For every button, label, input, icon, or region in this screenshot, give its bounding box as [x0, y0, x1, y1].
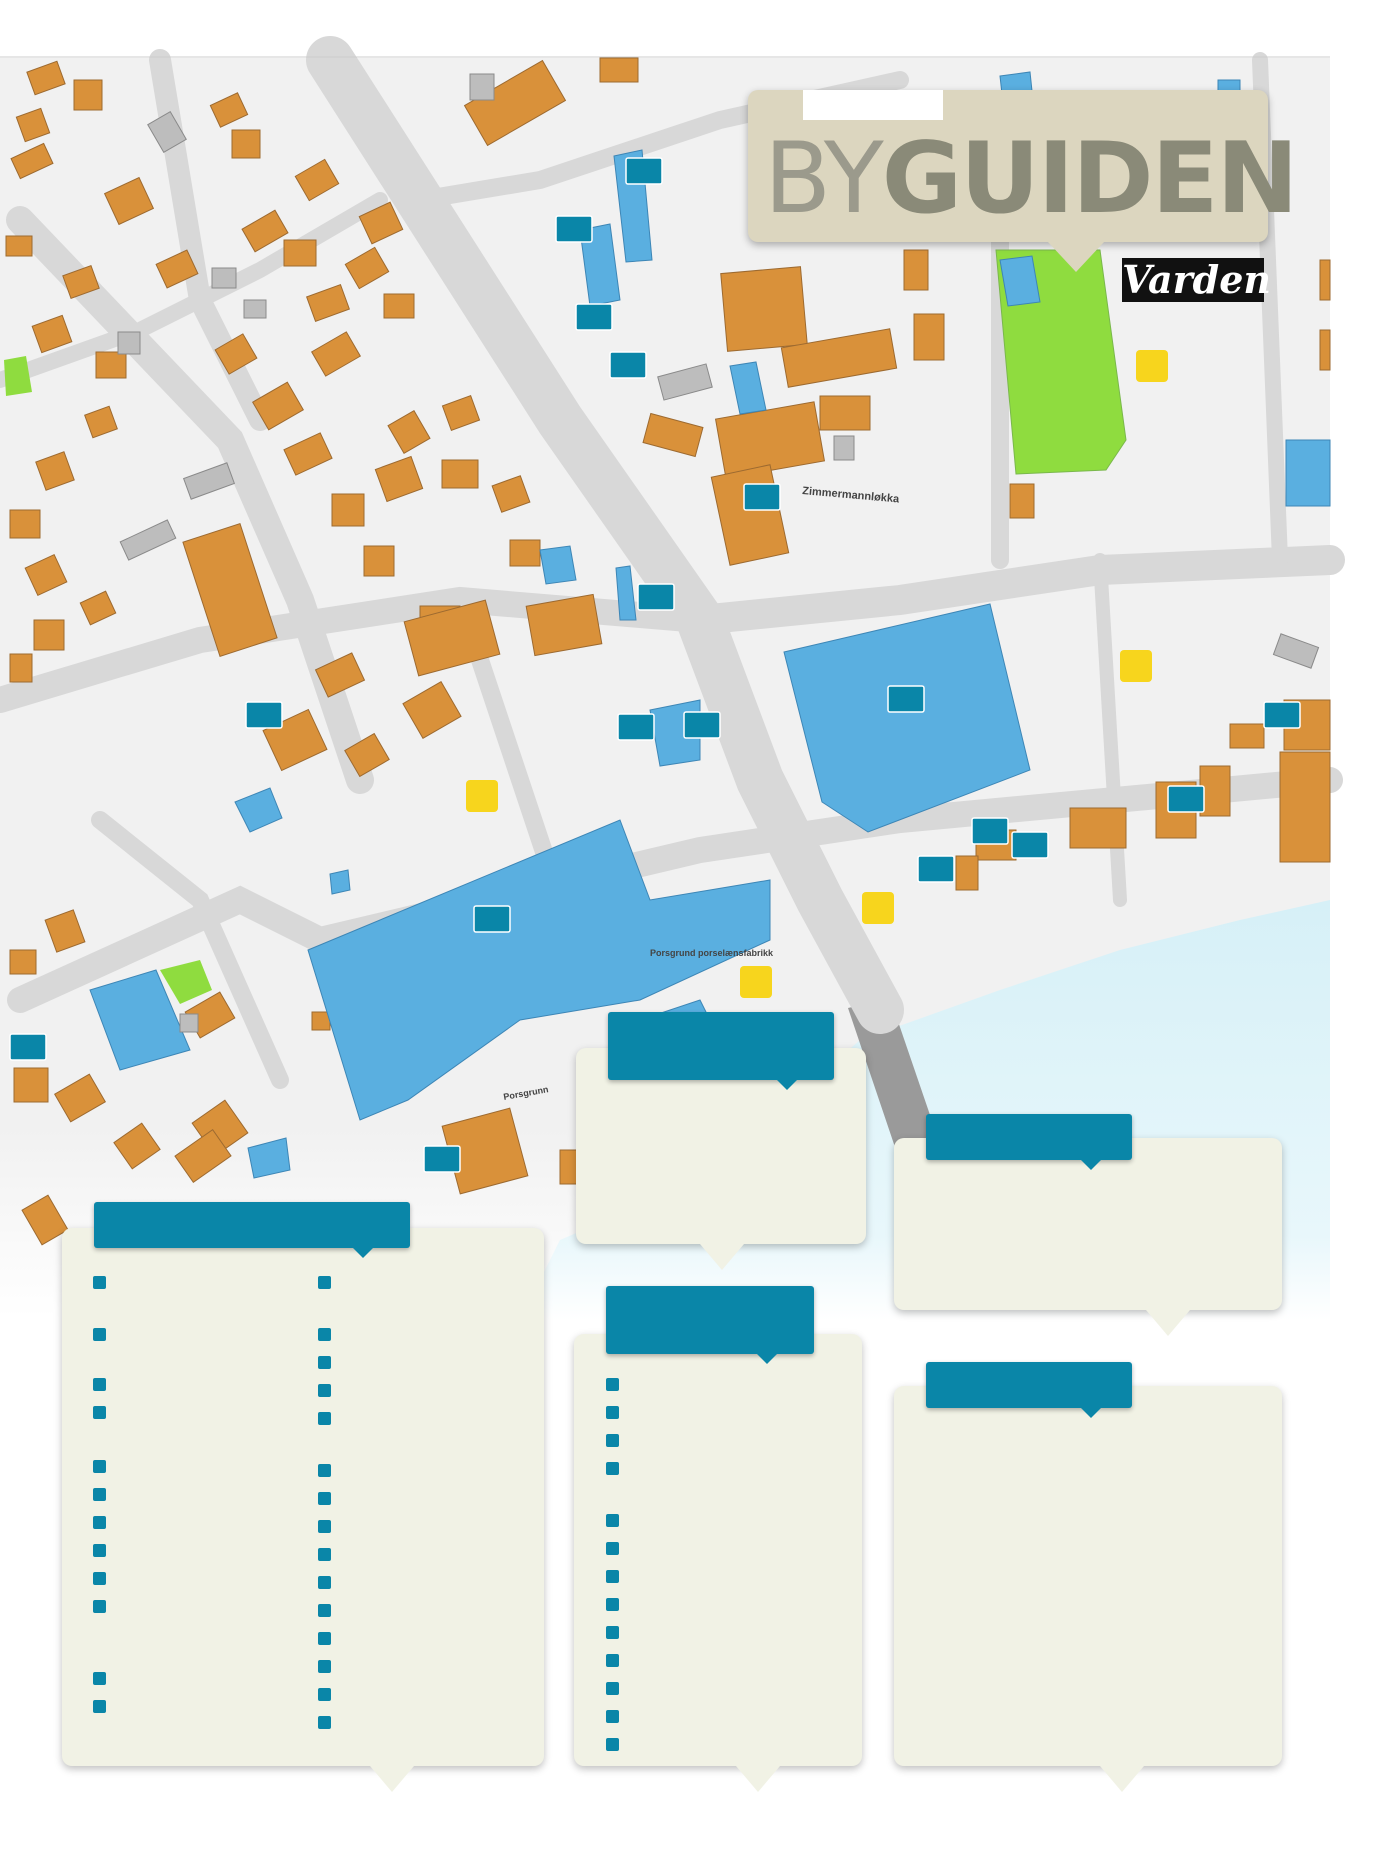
location-marker: [575, 303, 613, 331]
panel-header: [926, 1362, 1132, 1418]
info-panel-bottom-left: [62, 1228, 544, 1766]
info-panel-bottom-middle: [574, 1334, 862, 1766]
bullet-marker: [93, 1378, 106, 1391]
location-marker: [473, 905, 511, 933]
bullet-marker: [606, 1514, 619, 1527]
location-marker: [917, 855, 955, 883]
logo-pointer: [1048, 242, 1104, 272]
panel-pointer: [700, 1244, 744, 1270]
yellow-marker: [740, 966, 772, 998]
bullet-marker: [606, 1434, 619, 1447]
bullet-marker: [93, 1488, 106, 1501]
bullet-marker: [606, 1542, 619, 1555]
bullet-marker: [606, 1570, 619, 1583]
bullet-marker: [318, 1492, 331, 1505]
bullet-marker: [318, 1548, 331, 1561]
bullet-marker: [318, 1520, 331, 1533]
panel-header: [608, 1012, 834, 1090]
location-marker: [1011, 831, 1049, 859]
bullet-marker: [318, 1384, 331, 1397]
panel-pointer: [736, 1766, 780, 1792]
bullet-marker: [318, 1576, 331, 1589]
info-panel-middle-top: [576, 1048, 866, 1244]
bullet-marker: [93, 1328, 106, 1341]
location-marker: [971, 817, 1009, 845]
bullet-marker: [606, 1462, 619, 1475]
small-park-2: [4, 356, 32, 396]
location-marker: [617, 713, 655, 741]
bullet-marker: [606, 1738, 619, 1751]
bullet-marker: [93, 1700, 106, 1713]
location-marker: [625, 157, 663, 185]
bullet-marker: [93, 1672, 106, 1685]
highlighted-buildings: [89, 71, 1331, 1179]
logo-tab: [803, 90, 943, 120]
yellow-markers: [466, 350, 1168, 998]
small-park: [160, 960, 212, 1004]
bullet-marker: [318, 1412, 331, 1425]
bullet-marker: [606, 1406, 619, 1419]
bullet-marker: [318, 1356, 331, 1369]
varden-logo: Varden: [1122, 257, 1272, 302]
location-marker: [555, 215, 593, 243]
location-markers: [9, 157, 1301, 1173]
map-label-porselen: Porsgrund porselænsfabrikk: [650, 948, 774, 958]
bullet-marker: [606, 1710, 619, 1723]
bullet-marker: [318, 1604, 331, 1617]
bullet-marker: [93, 1600, 106, 1613]
bullet-marker: [93, 1516, 106, 1529]
bullet-marker: [93, 1544, 106, 1557]
logo-text-light: BY: [764, 122, 884, 236]
location-marker: [245, 701, 283, 729]
bullet-marker: [318, 1464, 331, 1477]
bullet-marker: [93, 1276, 106, 1289]
bullet-marker: [606, 1626, 619, 1639]
location-marker: [743, 483, 781, 511]
panel-pointer: [1100, 1766, 1144, 1792]
info-panel-bottom-right: [894, 1386, 1282, 1766]
location-marker: [609, 351, 647, 379]
bullet-marker: [318, 1328, 331, 1341]
bullet-marker: [606, 1654, 619, 1667]
panel-pointer: [1146, 1310, 1190, 1336]
logo-text-bold: GUIDEN: [881, 122, 1299, 236]
location-marker: [887, 685, 925, 713]
yellow-marker: [1120, 650, 1152, 682]
location-marker: [683, 711, 721, 739]
bullet-marker: [606, 1598, 619, 1611]
location-marker: [637, 583, 675, 611]
location-marker: [1263, 701, 1301, 729]
yellow-marker: [466, 780, 498, 812]
panel-header: [926, 1114, 1132, 1170]
bullet-marker: [318, 1688, 331, 1701]
panel-header: [94, 1202, 410, 1258]
location-marker: [423, 1145, 461, 1173]
bullet-marker: [93, 1460, 106, 1473]
logo-text: BYGUIDEN: [764, 122, 1299, 236]
bullet-marker: [606, 1682, 619, 1695]
bullet-marker: [318, 1632, 331, 1645]
location-marker: [9, 1033, 47, 1061]
bullet-marker: [93, 1406, 106, 1419]
bullet-marker: [93, 1572, 106, 1585]
byguiden-logo: BYGUIDEN: [748, 90, 1299, 272]
yellow-marker: [1136, 350, 1168, 382]
yellow-marker: [862, 892, 894, 924]
panel-header: [606, 1286, 814, 1364]
location-marker: [1167, 785, 1205, 813]
grey-buildings: [117, 73, 1320, 1033]
bullet-marker: [318, 1660, 331, 1673]
bullet-marker: [606, 1378, 619, 1391]
bullet-marker: [318, 1276, 331, 1289]
bridge: [848, 998, 942, 1162]
panel-pointer: [370, 1766, 414, 1792]
bullet-marker: [318, 1716, 331, 1729]
